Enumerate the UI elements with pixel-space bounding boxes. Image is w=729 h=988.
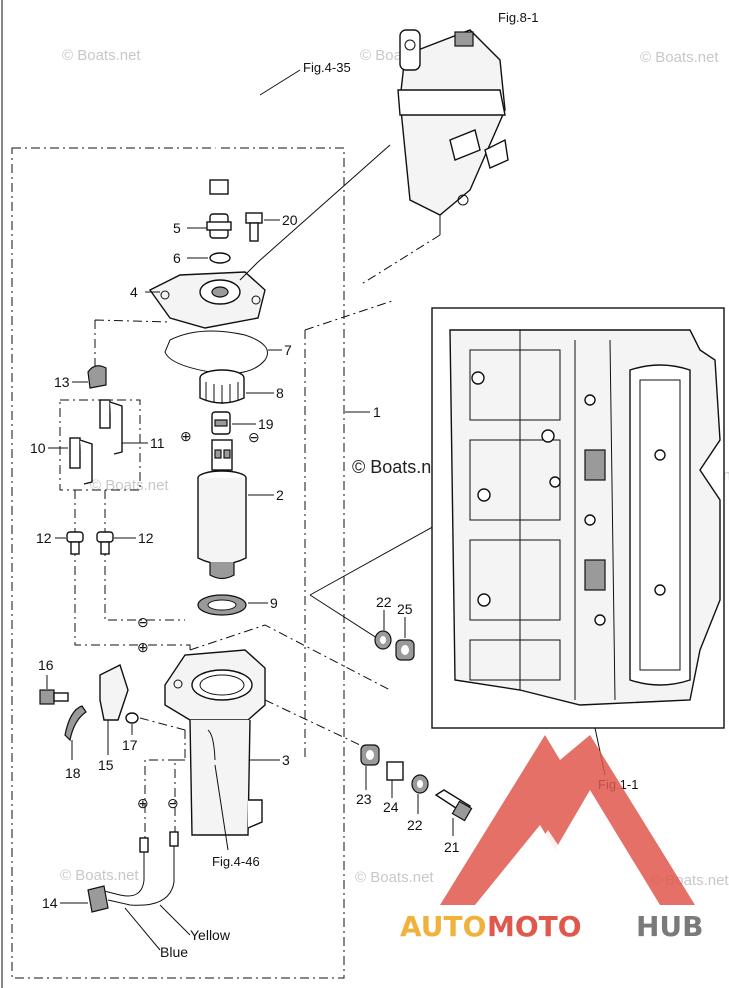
bolt-part-16: [39, 689, 69, 705]
screw-part-12-left: [66, 531, 84, 555]
vapor-separator-tank: [397, 29, 509, 216]
leader: [309, 594, 381, 641]
ring-nut-part-8: [199, 369, 245, 404]
grommet-part-23: [360, 744, 380, 766]
gasket-part-7: [164, 330, 268, 374]
part-label-11: 11: [150, 435, 165, 451]
fuel-hose-inner: [215, 77, 301, 195]
leader: [259, 69, 301, 96]
part-label-8: 8: [276, 385, 284, 401]
part-label-25: 25: [397, 601, 413, 617]
wire-yellow: [107, 846, 175, 906]
connector-part-19: [211, 411, 231, 435]
leader: [159, 904, 191, 936]
wire-terminal: [169, 831, 179, 847]
part-label-20: 20: [282, 212, 298, 228]
wire-blue: [99, 852, 145, 897]
part-label-6: 6: [173, 250, 181, 266]
leader: [144, 730, 186, 840]
clip-part-10: [69, 437, 93, 485]
polarity-plus: ⊕: [137, 795, 149, 811]
engine-block-inset: [431, 307, 725, 729]
logo-text-auto: AUTO: [400, 910, 486, 943]
part-label-2: 2: [276, 487, 284, 503]
polarity-minus: ⊖: [137, 614, 149, 630]
part-label-23: 23: [356, 791, 372, 807]
part-label-13: 13: [54, 374, 70, 390]
leader: [124, 907, 161, 951]
part-label-19: 19: [258, 416, 274, 432]
leader: [257, 144, 391, 263]
part-label-24: 24: [383, 799, 399, 815]
seal-part-22-upper: [374, 630, 392, 650]
hose-clamp: [209, 179, 229, 195]
ref-fig-4-35: Fig.4-35: [303, 60, 351, 75]
part-label-17: 17: [122, 737, 138, 753]
bolt-part-21: [434, 789, 473, 822]
connector-part-14: [87, 885, 109, 913]
part-label-14: 14: [42, 895, 58, 911]
part-label-18: 18: [65, 765, 81, 781]
polarity-minus: ⊖: [248, 429, 260, 445]
o-ring-part-6: [209, 252, 231, 264]
assembly-box: [11, 147, 345, 979]
collar-part-24: [386, 761, 404, 781]
polarity-minus: ⊖: [167, 795, 179, 811]
washer-part-17: [125, 712, 139, 724]
logo-mark: [440, 735, 695, 905]
leader: [214, 764, 229, 851]
wire-terminal: [139, 837, 149, 853]
part-label-22-upper: 22: [376, 594, 392, 610]
logo-text-hub: HUB: [636, 910, 704, 943]
grommet-part-25: [395, 639, 415, 661]
watermark: © Boats.net: [62, 47, 141, 64]
watermark: © Boats.net: [355, 869, 434, 886]
wire-label-yellow: Yellow: [190, 927, 231, 943]
part-label-10: 10: [30, 440, 46, 456]
ref-fig-8-1: Fig.8-1: [498, 10, 538, 25]
cap-part-13: [87, 365, 107, 389]
seal-part-9: [197, 594, 247, 616]
wire-label-blue: Blue: [160, 944, 188, 960]
filter-housing-part-3: [164, 649, 266, 836]
part-label-15: 15: [98, 757, 114, 773]
logo-text-moto: MOTO: [487, 910, 582, 943]
automotohub-logo: AUTO MOTO HUB: [400, 735, 704, 943]
fuel-pump-part-2: [197, 439, 247, 580]
polarity-plus: ⊕: [137, 639, 149, 655]
seal-part-22-lower: [411, 774, 429, 794]
part-label-12-right: 12: [138, 530, 154, 546]
leader: [304, 299, 396, 760]
part-label-3: 3: [282, 752, 290, 768]
filter-cover-part-4: [148, 261, 266, 329]
part-label-7: 7: [284, 342, 292, 358]
watermark-center: © Boats.net: [352, 457, 446, 477]
part-label-21: 21: [444, 839, 460, 855]
polarity-plus: ⊕: [180, 428, 192, 444]
leader: [94, 319, 171, 368]
ref-fig-4-46: Fig.4-46: [212, 854, 260, 869]
part-label-12-left: 12: [36, 530, 52, 546]
leader: [74, 490, 191, 690]
watermark: © Boats.net: [60, 867, 139, 884]
part-label-4: 4: [130, 284, 138, 300]
part-label-1: 1: [373, 404, 381, 420]
leader: [359, 234, 441, 286]
screw-part-12-right: [96, 531, 114, 555]
fitting-part-5: [206, 213, 232, 239]
clip-part-11: [99, 399, 123, 455]
leader: [189, 624, 391, 746]
part-label-9: 9: [270, 595, 278, 611]
leader: [139, 717, 186, 731]
bracket-part-15: [99, 664, 129, 721]
part-label-5: 5: [173, 220, 181, 236]
part-label-16: 16: [38, 657, 54, 673]
bolt-part-20: [245, 212, 263, 242]
watermark: © Boats.net: [90, 477, 169, 494]
watermark: © Boats.net: [640, 49, 719, 66]
strap-part-18: [64, 705, 87, 742]
part-label-22-lower: 22: [407, 817, 423, 833]
